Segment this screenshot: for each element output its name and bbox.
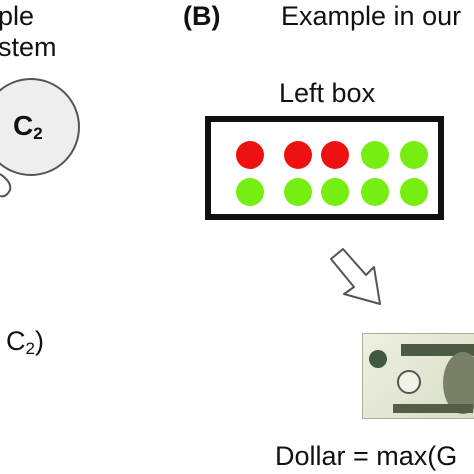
green-ball [400, 178, 428, 206]
hollow-arrow-icon [330, 248, 381, 305]
green-ball [321, 178, 349, 206]
bill-seal-icon [369, 350, 387, 368]
bill-center-seal-icon [397, 370, 421, 394]
c2-circle-label: C2 [13, 110, 43, 143]
green-ball [236, 178, 264, 206]
red-ball [321, 141, 349, 169]
green-ball [361, 141, 389, 169]
panel-a-title-fragment-2: stem [0, 32, 57, 62]
panel-b-label: (B) [183, 1, 221, 31]
green-ball [284, 178, 312, 206]
c2-bottom-letter: C [6, 326, 26, 356]
c2-circle [0, 78, 80, 176]
dollar-bill-icon [362, 333, 474, 419]
panel-b-title: Example in our [281, 1, 462, 31]
left-box-label: Left box [279, 78, 376, 108]
red-ball [236, 141, 264, 169]
red-ball [284, 141, 312, 169]
bill-portrait [443, 352, 474, 414]
c2-subscript: 2 [33, 124, 43, 143]
c2-letter: C [13, 110, 34, 141]
dollar-formula: Dollar = max(G [275, 441, 458, 471]
bill-bottom-band [393, 404, 473, 413]
small-circle-arc [0, 173, 12, 198]
c2-bottom-subscript: 2 [25, 339, 35, 358]
green-ball [400, 141, 428, 169]
panel-a-title-fragment-1: ple [0, 1, 35, 31]
left-box [205, 116, 444, 220]
green-ball [361, 178, 389, 206]
panel-a-c2-text: C2) [6, 326, 44, 358]
c2-bottom-paren: ) [34, 326, 44, 356]
